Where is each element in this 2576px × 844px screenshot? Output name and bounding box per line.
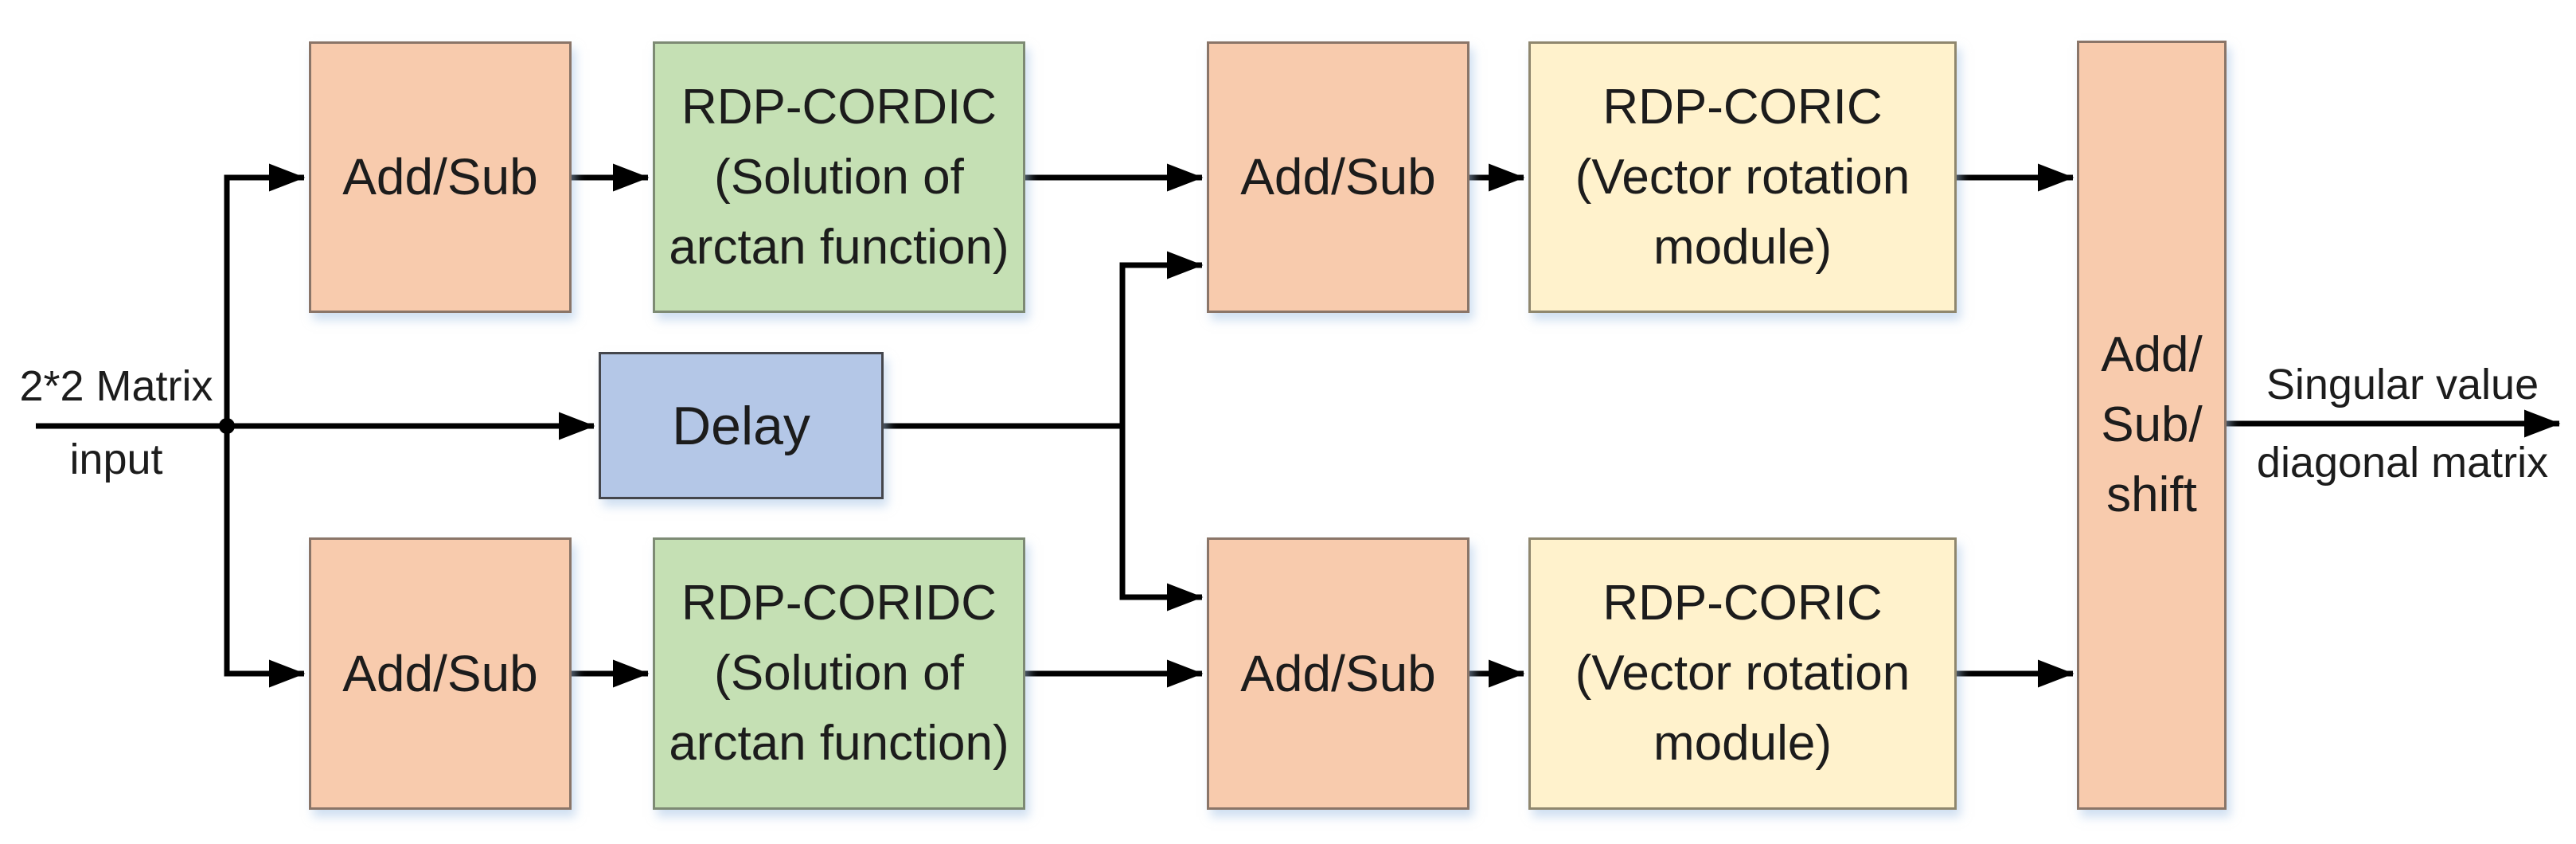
block-label-line: module): [1653, 716, 1832, 771]
block-label: Add/Sub: [1240, 148, 1436, 206]
block-delay: Delay: [599, 352, 884, 499]
block-label: Add/Sub: [1240, 644, 1436, 702]
block-label: Delay: [672, 395, 810, 456]
block-rdp-coric-top: RDP-CORIC (Vector rotation module): [1528, 41, 1957, 313]
block-label-line: module): [1653, 219, 1832, 275]
block-addsub-bottom-2: Add/Sub: [1207, 537, 1469, 810]
arrow-input-to-addsub-bottom-1: [224, 426, 306, 688]
block-addsub-bottom-1: Add/Sub: [309, 537, 572, 810]
block-rdp-coridc-bottom: RDP-CORIDC (Solution of arctan function): [653, 537, 1025, 810]
arrow-delay-to-addsub2-top: [1119, 251, 1204, 426]
block-addsub-top-2: Add/Sub: [1207, 41, 1469, 313]
input-label-line1: 2*2 Matrix: [19, 362, 213, 410]
block-label-line: (Solution of: [714, 646, 964, 701]
output-label-line2: diagonal matrix: [2256, 439, 2549, 486]
block-label-line: RDP-CORIC: [1602, 576, 1883, 631]
block-label-line: shift: [2106, 467, 2197, 522]
arrow-input-to-addsub-top-1: [224, 163, 306, 426]
block-label-line: (Vector rotation: [1575, 149, 1911, 205]
block-label-line: arctan function): [669, 716, 1009, 771]
block-label-line: (Solution of: [714, 149, 964, 205]
block-label-line: (Vector rotation: [1575, 646, 1911, 701]
input-label-line2: input: [69, 436, 163, 483]
block-label: Add/Sub: [342, 148, 538, 206]
arrow-delay-to-addsub2-bottom: [1119, 426, 1204, 612]
block-rdp-coric-bottom: RDP-CORIC (Vector rotation module): [1528, 537, 1957, 810]
junction-dot: [219, 418, 235, 434]
block-rdp-cordic-top: RDP-CORDIC (Solution of arctan function): [653, 41, 1025, 313]
block-label-line: RDP-CORIC: [1602, 79, 1883, 135]
block-label-line: arctan function): [669, 219, 1009, 275]
block-label-line: RDP-CORDIC: [681, 79, 997, 135]
block-label: Add/Sub: [342, 644, 538, 702]
block-addsub-top-1: Add/Sub: [309, 41, 572, 313]
block-label-line: Add/: [2101, 327, 2203, 382]
block-label-line: Sub/: [2101, 397, 2203, 452]
block-label-line: RDP-CORIDC: [681, 576, 997, 631]
block-addsub-shift: Add/ Sub/ shift: [2077, 41, 2227, 810]
output-label-line1: Singular value: [2266, 361, 2539, 408]
